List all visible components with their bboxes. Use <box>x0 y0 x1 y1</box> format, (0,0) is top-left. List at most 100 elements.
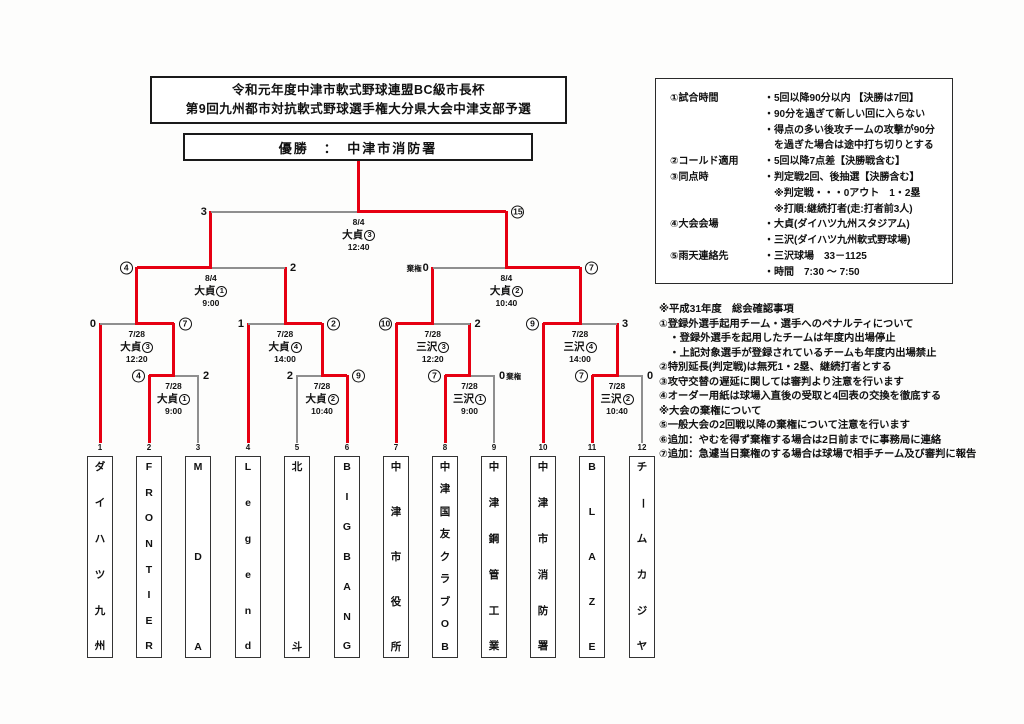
forfeit-label: 棄権 <box>406 263 422 273</box>
qf1-line-left <box>100 323 139 325</box>
venue-name: 大貞 <box>268 341 290 353</box>
rule-line: ・5回以降90分以内 【決勝は7回】 <box>764 93 920 104</box>
team-number-10: 10 <box>538 443 548 452</box>
rule-row-5: ⑤雨天連絡先 ・三沢球場 33－1125・時間 7:30 ～ 7:50 <box>670 249 952 281</box>
venue-name: 大貞 <box>489 285 511 297</box>
team-name-char: E <box>145 614 153 627</box>
r1-m3-winner-connector <box>468 323 471 377</box>
circled-score: 1 <box>475 393 486 405</box>
sf2-winner-connector <box>504 211 508 269</box>
champion-label: 優勝 ： 中津市消防署 <box>278 140 438 156</box>
sf1-left-score: 4 <box>119 261 133 275</box>
r1-m3-time: 9:00 <box>460 406 478 416</box>
r1-m2-left-score: 2 <box>287 370 293 382</box>
r1-m4-time: 10:40 <box>606 406 628 416</box>
team-name-char: g <box>244 532 252 545</box>
qf4-left-score: 9 <box>526 317 539 331</box>
qf2-winner-connector <box>283 267 287 325</box>
r1-m2-time: 10:40 <box>311 406 333 416</box>
team-name-char: A <box>588 550 596 563</box>
team-number-4: 4 <box>245 443 251 452</box>
team-name-char: 九 <box>94 604 106 617</box>
team-name-char: I <box>147 589 151 602</box>
sf1-winner-connector <box>209 211 213 269</box>
team-line-7 <box>394 323 398 443</box>
qf4-line-left <box>543 322 582 325</box>
team-name-char: T <box>145 563 153 576</box>
team-box-1: ダイハツ九州 <box>87 456 113 658</box>
note-line-3: ・登録外選手を起用したチームは年度内出場停止 <box>659 333 896 344</box>
venue-name: 三沢 <box>453 393 474 405</box>
team-name-char: d <box>244 640 252 653</box>
qf2-time: 14:00 <box>274 354 296 364</box>
note-line-9: ⑤一般大会の2回戦以降の棄権について注意を行います <box>659 420 910 431</box>
team-name-char: 市 <box>390 550 402 563</box>
r1-m1-right-score: 2 <box>203 370 209 382</box>
r1-m4-winner-connector <box>615 323 619 377</box>
qf4-right-score: 3 <box>622 318 628 330</box>
circled-score: 9 <box>526 317 539 331</box>
team-name-char: ヤ <box>636 640 648 653</box>
venue-name: 大貞 <box>194 285 216 297</box>
r1-m2-winner-connector <box>320 323 324 377</box>
team-name-char: B <box>441 640 449 653</box>
venue-name: 三沢 <box>563 341 585 353</box>
team-line-11 <box>590 375 594 443</box>
circled-score: 10 <box>379 317 392 331</box>
circled-score: 2 <box>622 393 634 405</box>
r1-m4-line-right <box>615 375 642 377</box>
team-name-char: B <box>343 461 351 473</box>
score-value: 2 <box>203 370 210 382</box>
qf2-right-score: 2 <box>327 317 340 331</box>
qf3-left-score: 10 <box>379 317 392 331</box>
score-value: 2 <box>286 370 293 382</box>
qf3-right-score: 2 <box>475 318 481 330</box>
venue-name: 三沢 <box>416 341 438 353</box>
team-name-char: R <box>145 486 153 499</box>
team-name-char: D <box>194 550 202 563</box>
team-name-char: ブ <box>439 595 451 608</box>
team-name-char: 管 <box>488 568 500 581</box>
circled-score: 7 <box>428 369 441 383</box>
circled-score: 4 <box>585 341 597 353</box>
score-value: 3 <box>622 318 629 330</box>
note-line-2: ①登録外選手起用チーム・選手へのペナルティについて <box>659 318 914 330</box>
team-name-char: 市 <box>537 532 549 545</box>
circled-score: 15 <box>511 205 525 219</box>
team-name-char: 防 <box>537 604 549 617</box>
note-line-7: ④オーダー用紙は球場入直後の受取と4回表の交換を徹底する <box>659 391 942 402</box>
final-time: 12:40 <box>347 242 370 252</box>
team-name-char: 友 <box>439 528 451 541</box>
rule-line: ・三沢(ダイハツ九州軟式野球場) <box>764 235 911 247</box>
rule-label: ⑤雨天連絡先 <box>670 250 729 262</box>
team-name-char: ム <box>636 532 648 545</box>
team-name-char: 国 <box>439 505 451 518</box>
circled-score: 1 <box>179 393 190 405</box>
qf4-time: 14:00 <box>569 354 591 364</box>
team-name-char: 津 <box>390 505 402 518</box>
final-left-score: 3 <box>201 206 207 218</box>
rule-label: ①試合時間 <box>670 93 719 104</box>
sf1-right-score: 2 <box>290 262 296 274</box>
rule-lines: ・三沢球場 33－1125・時間 7:30 ～ 7:50 <box>764 249 952 281</box>
qf1-time: 12:20 <box>125 354 148 364</box>
qf1-date: 7/28 <box>128 329 146 339</box>
tournament-title-line1: 令和元年度中津市軟式野球連盟BC級市長杯 <box>231 83 486 97</box>
venue-name: 大貞 <box>157 393 178 405</box>
champion-box: 優勝 ： 中津市消防署 <box>183 133 533 161</box>
circled-score: 3 <box>142 341 154 353</box>
